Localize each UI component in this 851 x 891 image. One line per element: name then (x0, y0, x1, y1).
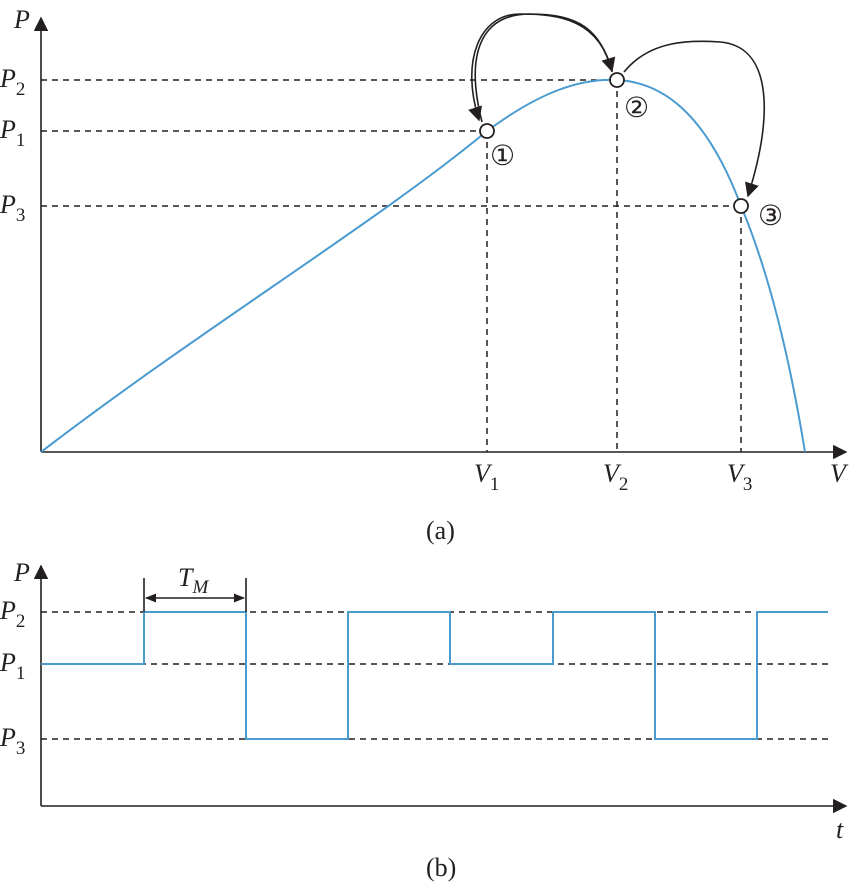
marker-3: ③ (758, 201, 783, 232)
pv-curve-panel: P V ① ② ③ P2 P1 P3 V1 V2 V3 (a) (0, 5, 849, 545)
pt-y-axis-label: P (13, 558, 30, 587)
label-p2: P2 (0, 64, 25, 100)
arrow-point2-to-point3 (623, 40, 766, 198)
pt-label-p2: P2 (0, 596, 25, 632)
arrow-point2-to-point1 (468, 13, 613, 122)
label-tm: TM (178, 563, 209, 598)
label-v2: V2 (603, 459, 628, 495)
pt-label-p3: P3 (0, 723, 25, 759)
operating-point-1 (479, 123, 495, 139)
label-p3: P3 (0, 190, 25, 226)
marker-2: ② (624, 93, 649, 124)
pv-y-axis-label: P (13, 5, 30, 34)
label-p1: P1 (0, 115, 25, 151)
power-time-panel: P t TM P2 P1 P3 (b) (0, 558, 848, 882)
arrow-point1-to-point2 (474, 13, 616, 123)
label-v1: V1 (474, 459, 499, 495)
pv-curve (40, 78, 806, 453)
pt-label-p1: P1 (0, 648, 25, 684)
pv-x-axis-label: V (830, 459, 849, 488)
operating-point-3 (733, 198, 749, 214)
power-step-waveform (41, 611, 828, 740)
label-v3: V3 (727, 459, 752, 495)
caption-b: (b) (426, 853, 456, 882)
caption-a: (a) (426, 516, 455, 545)
operating-point-2 (609, 72, 625, 88)
marker-1: ① (490, 141, 515, 172)
pt-x-axis-label: t (836, 815, 844, 844)
